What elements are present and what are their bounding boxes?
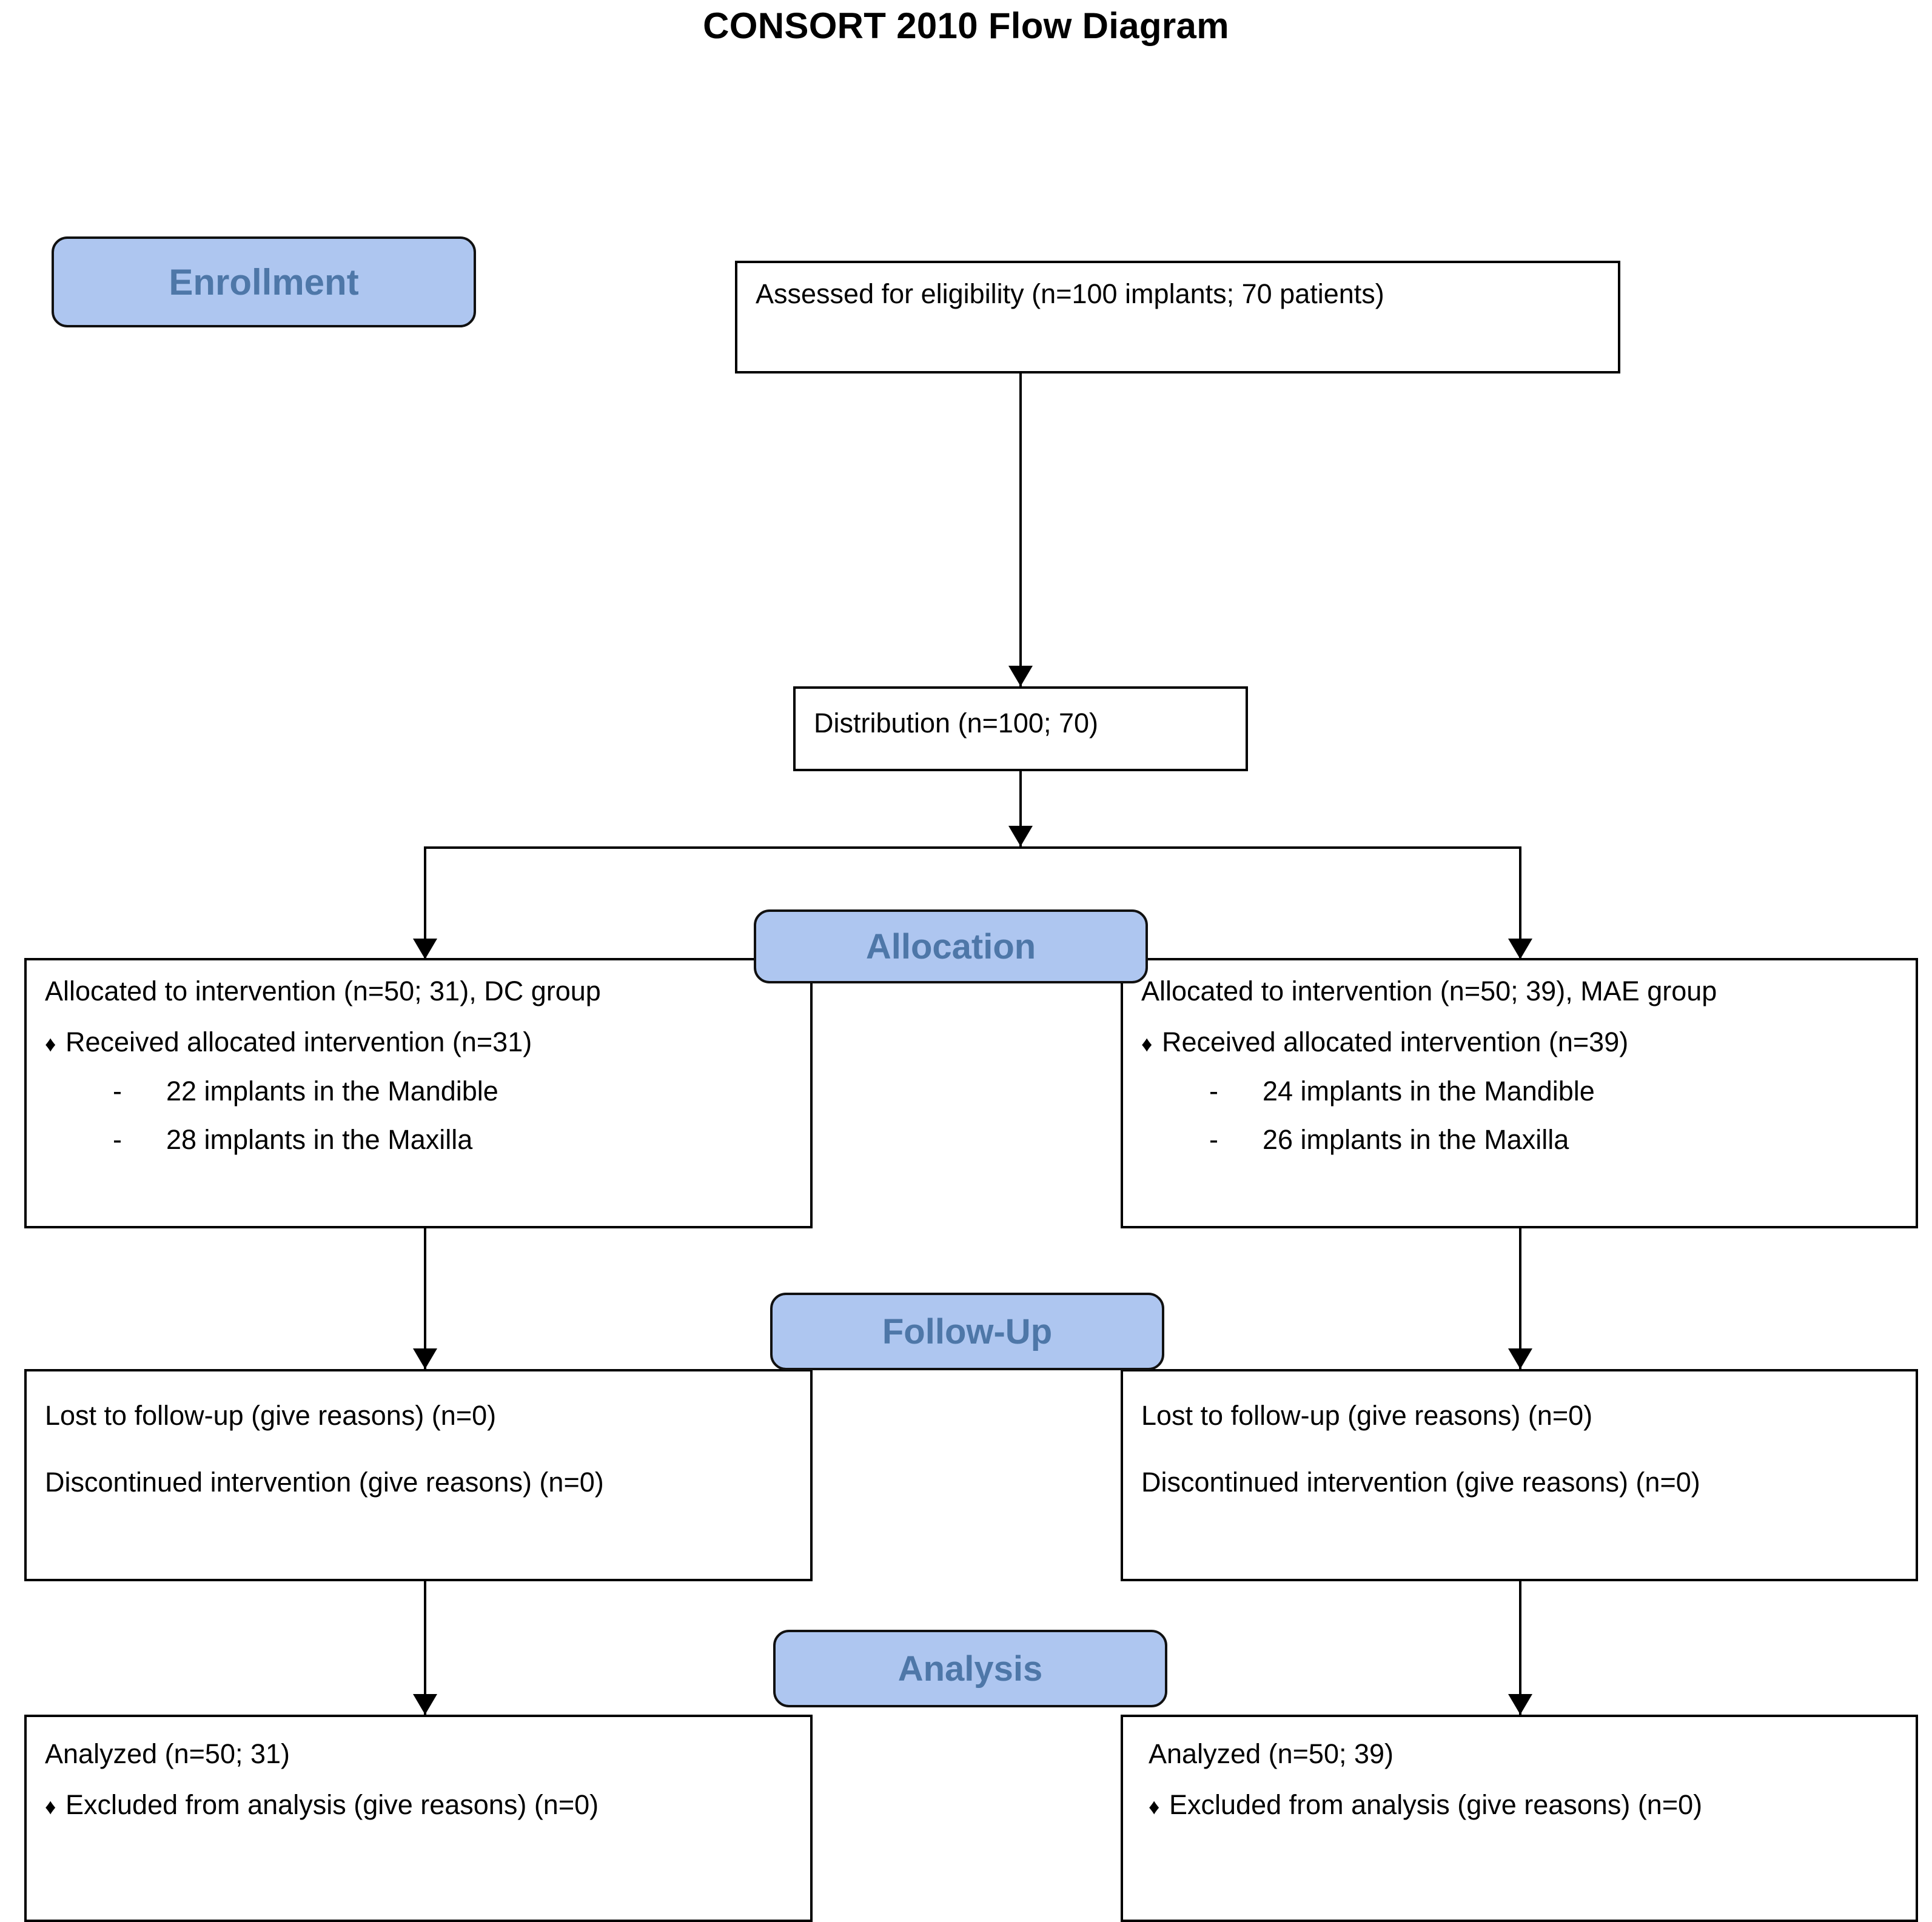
arrowhead-distribution-down: [1008, 826, 1033, 846]
analysis-left-bullet: ♦ Excluded from analysis (give reasons) (…: [45, 1790, 792, 1820]
arrowhead-split-left-arm: [413, 939, 437, 959]
allocation-right-subitem-2-text: 26 implants in the Maxilla: [1263, 1124, 1569, 1156]
followup-left-line-1: Lost to follow-up (give reasons) (n=0): [45, 1400, 497, 1431]
stage-pill-allocation: Allocation: [754, 909, 1148, 983]
analysis-right-bullet-text: Excluded from analysis (give reasons) (n…: [1169, 1789, 1703, 1821]
allocation-left-subitem-1: - 22 implants in the Mandible: [45, 1076, 792, 1107]
connector-split-right-arm: [1519, 846, 1521, 958]
allocation-left-bullet: ♦ Received allocated intervention (n=31): [45, 1027, 792, 1057]
connector-allocation-left-to-followup-left: [424, 1228, 426, 1369]
allocation-left-bullet-text: Received allocated intervention (n=31): [65, 1026, 532, 1058]
connector-followup-left-to-analysis-left: [424, 1581, 426, 1715]
connector-split-bar: [424, 846, 1521, 849]
diamond-bullet-icon: ♦: [1149, 1794, 1160, 1820]
dash-bullet-icon: -: [1209, 1075, 1218, 1107]
node-analysis-left: Analyzed (n=50; 31) ♦ Excluded from analy…: [24, 1715, 813, 1922]
dash-bullet-icon: -: [113, 1075, 122, 1107]
allocation-right-subitem-2: - 26 implants in the Maxilla: [1141, 1124, 1897, 1156]
allocation-left-subitem-2: - 28 implants in the Maxilla: [45, 1124, 792, 1156]
arrowhead-followup-right-to-analysis-right: [1508, 1694, 1532, 1715]
dash-bullet-icon: -: [113, 1124, 122, 1156]
analysis-left-bullet-text: Excluded from analysis (give reasons) (n…: [65, 1789, 599, 1821]
allocation-right-subitem-1-text: 24 implants in the Mandible: [1263, 1075, 1595, 1107]
node-allocation-right: Allocated to intervention (n=50; 39), MA…: [1121, 958, 1918, 1228]
stage-pill-allocation-label: Allocation: [865, 926, 1036, 966]
arrowhead-eligibility-to-distribution: [1008, 666, 1033, 686]
node-allocation-left: Allocated to intervention (n=50; 31), DC…: [24, 958, 813, 1228]
stage-pill-enrollment-label: Enrollment: [169, 261, 359, 303]
diamond-bullet-icon: ♦: [45, 1031, 56, 1057]
followup-right-line-1: Lost to follow-up (give reasons) (n=0): [1141, 1400, 1593, 1431]
allocation-right-bullet-text: Received allocated intervention (n=39): [1162, 1026, 1629, 1058]
followup-right-line-2: Discontinued intervention (give reasons)…: [1141, 1467, 1700, 1498]
node-analysis-right: Analyzed (n=50; 39) ♦ Excluded from analy…: [1121, 1715, 1918, 1922]
arrowhead-allocation-left-to-followup-left: [413, 1348, 437, 1369]
stage-pill-followup-label: Follow-Up: [882, 1311, 1053, 1351]
connector-followup-right-to-analysis-right: [1519, 1581, 1521, 1715]
followup-left-line-2: Discontinued intervention (give reasons)…: [45, 1467, 604, 1498]
dash-bullet-icon: -: [1209, 1124, 1218, 1156]
node-eligibility: Assessed for eligibility (n=100 implants…: [735, 261, 1620, 373]
node-distribution-text: Distribution (n=100; 70): [814, 708, 1099, 738]
arrowhead-followup-left-to-analysis-left: [413, 1694, 437, 1715]
connector-allocation-right-to-followup-right: [1519, 1228, 1521, 1369]
allocation-right-subitem-1: - 24 implants in the Mandible: [1141, 1076, 1897, 1107]
arrowhead-allocation-right-to-followup-right: [1508, 1348, 1532, 1369]
diamond-bullet-icon: ♦: [45, 1794, 56, 1820]
node-eligibility-text: Assessed for eligibility (n=100 implants…: [756, 278, 1384, 309]
allocation-right-heading: Allocated to intervention (n=50; 39), MA…: [1141, 976, 1717, 1006]
analysis-left-heading: Analyzed (n=50; 31): [45, 1738, 290, 1769]
allocation-left-subitem-1-text: 22 implants in the Mandible: [166, 1075, 498, 1107]
arrowhead-split-right-arm: [1508, 939, 1532, 959]
page-title: CONSORT 2010 Flow Diagram: [703, 5, 1229, 46]
connector-split-left-arm: [424, 846, 426, 958]
analysis-right-bullet: ♦ Excluded from analysis (give reasons) (…: [1149, 1790, 1897, 1820]
node-followup-left: Lost to follow-up (give reasons) (n=0) D…: [24, 1369, 813, 1581]
allocation-right-bullet: ♦ Received allocated intervention (n=39): [1141, 1027, 1897, 1057]
connector-distribution-down: [1019, 771, 1022, 849]
stage-pill-analysis: Analysis: [773, 1630, 1167, 1707]
allocation-left-subitem-2-text: 28 implants in the Maxilla: [166, 1124, 473, 1156]
allocation-left-heading: Allocated to intervention (n=50; 31), DC…: [45, 976, 601, 1006]
diamond-bullet-icon: ♦: [1141, 1031, 1153, 1057]
stage-pill-enrollment: Enrollment: [52, 236, 476, 327]
node-distribution: Distribution (n=100; 70): [793, 686, 1248, 771]
connector-eligibility-to-distribution: [1019, 373, 1022, 686]
stage-pill-analysis-label: Analysis: [897, 1649, 1043, 1689]
analysis-right-heading: Analyzed (n=50; 39): [1149, 1738, 1394, 1769]
stage-pill-followup: Follow-Up: [770, 1293, 1164, 1370]
node-followup-right: Lost to follow-up (give reasons) (n=0) D…: [1121, 1369, 1918, 1581]
